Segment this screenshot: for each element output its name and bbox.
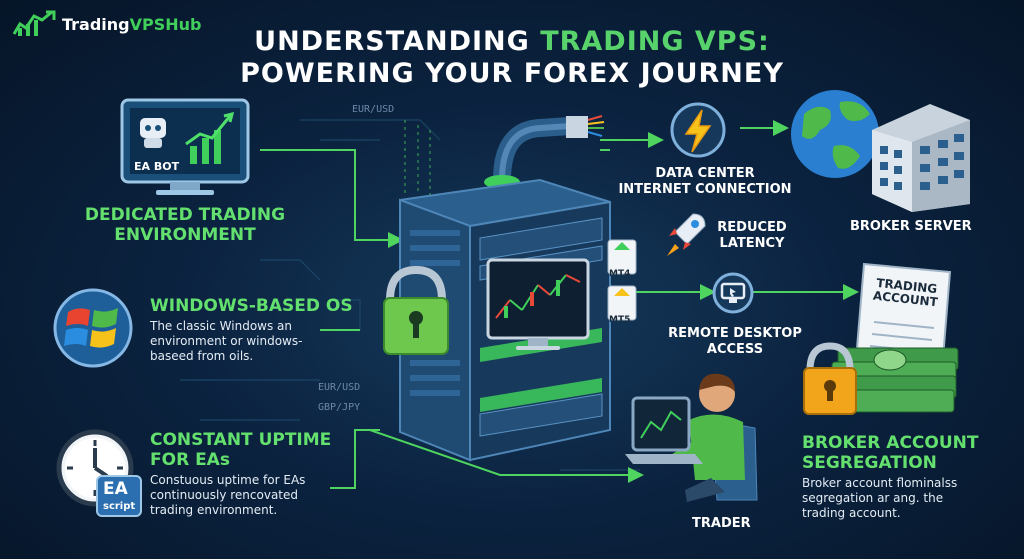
dedicated-line1: DEDICATED TRADING [84, 205, 286, 225]
mt4-tag: MT4 [609, 269, 631, 279]
windows-description: The classic Windows an environment or wi… [150, 319, 302, 364]
page-title-line2: POWERING YOUR FOREX JOURNEY [240, 58, 784, 89]
broker-server-icon [791, 90, 970, 212]
segregation-heading: BROKER ACCOUNT SEGREGATION [802, 433, 978, 473]
remote-desktop-label: REMOTE DESKTOP ACCESS [660, 326, 810, 358]
segregation-desc-1: Broker account flominalss [802, 476, 958, 490]
ticker-gbpjpy: GBP/JPY [318, 402, 361, 413]
ea-bot-monitor-icon [120, 98, 250, 195]
data-center-label: DATA CENTER INTERNET CONNECTION [610, 166, 800, 198]
remote-line2: ACCESS [706, 342, 764, 357]
segregation-desc-3: trading account. [802, 506, 901, 520]
dedicated-line2: ENVIRONMENT [114, 225, 256, 245]
trader-illustration [625, 373, 758, 502]
uptime-desc-3: trading environment. [150, 503, 278, 517]
windows-desc-1: The classic Windows an [150, 319, 293, 333]
page-title-line1: UNDERSTANDING TRADING VPS: [0, 26, 1024, 57]
windows-heading: WINDOWS-BASED OS [150, 296, 353, 316]
ea-script-sublabel: script [103, 501, 136, 512]
ticker-eurusd-bottom: EUR/USD [318, 382, 361, 393]
windows-logo-icon [53, 288, 133, 368]
title-prefix: UNDERSTANDING [254, 26, 541, 57]
broker-server-label: BROKER SERVER [850, 219, 972, 234]
clock-icon [56, 429, 142, 517]
rocket-icon [667, 213, 706, 256]
remote-desktop-icon [712, 272, 754, 314]
mt5-tag: MT5 [609, 315, 631, 325]
windows-desc-3: baseed from oils. [150, 349, 254, 363]
latency-label: REDUCED LATENCY [712, 220, 792, 252]
ea-script-label: EA [103, 479, 128, 499]
segregation-desc-2: segregation ar ang. the [802, 491, 944, 505]
uptime-desc-2: continuously rencovated [150, 488, 299, 502]
dedicated-heading: DEDICATED TRADING ENVIRONMENT [80, 205, 290, 245]
vps-server-rack [383, 115, 637, 462]
ticker-eurusd-top: EUR/USD [352, 104, 395, 115]
segregation-line2: SEGREGATION [802, 453, 937, 473]
lightning-icon [670, 102, 726, 158]
remote-line1: REMOTE DESKTOP [668, 326, 802, 341]
windows-desc-2: environment or windows- [150, 334, 303, 348]
uptime-line2: FOR EAs [150, 450, 230, 470]
latency-line1: REDUCED [717, 220, 787, 235]
title-accent: TRADING VPS: [540, 26, 770, 57]
uptime-heading: CONSTANT UPTIME FOR EAs [150, 430, 331, 470]
ea-bot-label: EA BOT [134, 160, 180, 173]
brand-part2: VPSHub [129, 14, 202, 34]
data-center-line2: INTERNET CONNECTION [618, 182, 792, 197]
uptime-line1: CONSTANT UPTIME [150, 430, 332, 450]
data-center-line1: DATA CENTER [655, 166, 755, 181]
trading-account-icon [803, 262, 959, 415]
uptime-desc-1: Constuous uptime for EAs [150, 473, 306, 487]
bull-icon [12, 10, 56, 36]
brand-part1: Trading [62, 14, 130, 34]
brand-logo[interactable]: TradingVPSHub [12, 10, 202, 38]
segregation-description: Broker account flominalss segregation ar… [802, 476, 957, 521]
trader-label: TRADER [692, 516, 751, 531]
uptime-description: Constuous uptime for EAs continuously re… [150, 473, 305, 518]
brand-name: TradingVPSHub [62, 15, 202, 34]
latency-line2: LATENCY [719, 236, 785, 251]
segregation-line1: BROKER ACCOUNT [802, 433, 979, 453]
